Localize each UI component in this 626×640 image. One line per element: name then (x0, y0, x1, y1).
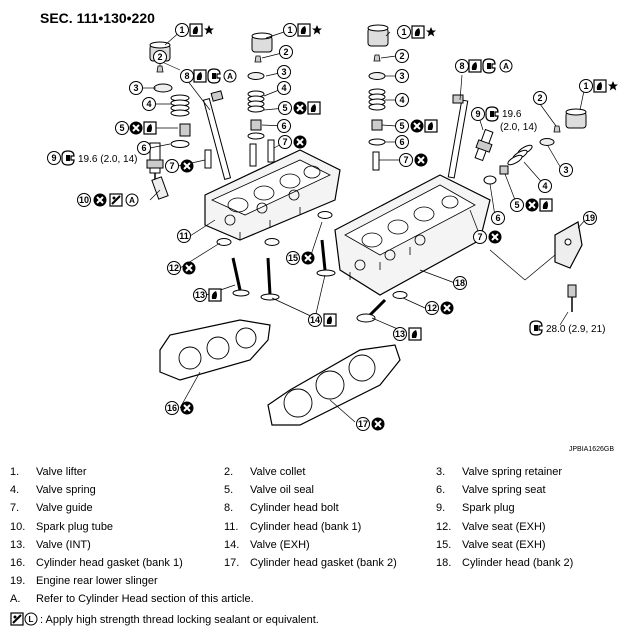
bank2-side-stack (499, 108, 587, 175)
svg-text:8: 8 (459, 61, 464, 71)
legend-item: Valve guide (36, 502, 93, 515)
bank2-lower-valves (356, 291, 408, 323)
bank2-valve-stack (367, 24, 389, 171)
bank1-symbols: A A (61, 23, 337, 416)
svg-text:9: 9 (475, 109, 480, 119)
exploded-diagram: 1 2 3 4 5 6 7 8 9 10 11 12 13 14 15 16 1… (47, 23, 618, 432)
callout-5: 5 (119, 123, 124, 133)
callout-7: 7 (169, 161, 174, 171)
svg-text:2: 2 (399, 51, 404, 61)
legend-item: Cylinder head (bank 1) (250, 520, 362, 533)
svg-text:3: 3 (563, 165, 568, 175)
callout-13: 13 (195, 290, 205, 300)
svg-text:3: 3 (281, 67, 286, 77)
svg-text:L: L (29, 615, 34, 624)
callout-16: 16 (167, 403, 177, 413)
torque-spark-plug-bank2: 19.6 (502, 109, 522, 120)
svg-text:5: 5 (399, 121, 404, 131)
legend-item: Engine rear lower slinger (36, 575, 158, 588)
legend-item: Valve seat (EXH) (462, 520, 546, 533)
callout-8: 8 (184, 71, 189, 81)
svg-text:3: 3 (399, 71, 404, 81)
svg-text:A: A (503, 62, 509, 71)
callout-11: 11 (179, 231, 189, 241)
head-bolt-bank1 (202, 90, 232, 180)
legend-item: Valve spring retainer (462, 466, 563, 478)
callout-19: 19 (585, 213, 595, 223)
callout-17: 17 (358, 419, 368, 429)
center-symbols (292, 23, 322, 150)
callout-4: 4 (146, 99, 151, 109)
callout-1: 1 (179, 25, 184, 35)
svg-text:5: 5 (514, 200, 519, 210)
svg-text:4: 4 (399, 95, 404, 105)
parts-legend: 1.Valve lifter 2.Valve collet 3.Valve sp… (10, 466, 620, 630)
svg-text:7: 7 (403, 155, 408, 165)
bank1-valves (216, 211, 336, 301)
svg-text:13: 13 (395, 329, 405, 339)
callouts: 1 2 3 4 5 6 7 8 9 10 11 12 13 14 15 16 1… (47, 23, 597, 431)
section-title: SEC. 111•130•220 (40, 10, 155, 26)
svg-text:4: 4 (281, 83, 286, 93)
cylinder-head-bank1 (204, 149, 341, 241)
callout-12: 12 (169, 263, 179, 273)
note-a: A.Refer to Cylinder Head section of this… (10, 593, 254, 606)
svg-text:A: A (227, 72, 233, 81)
svg-text:1: 1 (287, 25, 292, 35)
torque-spark-plug-bank2-units: (2.0, 14) (500, 122, 537, 133)
torque-spark-plug-bank1: 19.6 (2.0, 14) (78, 154, 137, 165)
legend-item: Valve oil seal (250, 484, 314, 497)
callout-14: 14 (310, 315, 320, 325)
legend-item: Cylinder head bolt (250, 502, 339, 515)
svg-text:4: 4 (542, 181, 547, 191)
legend-item: Valve spring seat (462, 484, 546, 497)
bank2-symbols: A (370, 25, 618, 432)
legend-item: Valve seat (EXH) (462, 538, 546, 551)
callout-18: 18 (455, 278, 465, 288)
spark-plug-tube-bank1 (151, 176, 169, 200)
svg-text:6: 6 (399, 137, 404, 147)
svg-text:7: 7 (477, 232, 482, 242)
legend-item: Spark plug (462, 502, 515, 515)
callout-10: 10 (79, 195, 89, 205)
rear-slinger (554, 221, 583, 312)
legend-item: Spark plug tube (36, 520, 114, 533)
note-sealant: L : Apply high strength thread locking s… (10, 611, 620, 630)
bank2-callouts: 1 2 3 4 5 6 7 8 9 1 2 3 4 5 6 7 12 13 (393, 25, 593, 341)
legend-item: Valve (INT) (36, 538, 91, 551)
torque-slinger-bolt: 28.0 (2.9, 21) (546, 324, 605, 335)
svg-text:6: 6 (281, 121, 286, 131)
callout-9: 9 (51, 153, 56, 163)
gasket-bank2 (267, 344, 401, 426)
image-code: JPBIA1626GB (568, 446, 614, 453)
svg-text:2: 2 (537, 93, 542, 103)
sealant-lock-icon: L (10, 611, 38, 626)
svg-text:5: 5 (282, 103, 287, 113)
svg-text:A: A (129, 196, 135, 205)
callout-3: 3 (133, 83, 138, 93)
legend-item: Cylinder head gasket (bank 2) (250, 556, 397, 569)
callout-2: 2 (157, 52, 162, 62)
legend-item: Valve spring (36, 484, 96, 497)
svg-text:1: 1 (583, 81, 588, 91)
svg-text:2: 2 (283, 47, 288, 57)
legend-item: Valve collet (250, 466, 306, 478)
callout-6: 6 (141, 143, 146, 153)
svg-text:12: 12 (427, 303, 437, 313)
svg-text:1: 1 (401, 27, 406, 37)
legend-item: Cylinder head (bank 2) (462, 556, 574, 569)
cylinder-head-bank2 (334, 174, 491, 296)
callout-15: 15 (288, 253, 298, 263)
head-bolt-bank2 (447, 94, 469, 179)
gasket-bank1 (159, 319, 271, 381)
center-valve-stack (247, 32, 275, 167)
left-valve-stack (149, 41, 212, 169)
legend-item: Valve (EXH) (250, 538, 310, 551)
svg-text:7: 7 (282, 137, 287, 147)
svg-text:6: 6 (495, 213, 500, 223)
center-callouts: 1 2 3 4 5 6 7 (277, 23, 297, 149)
legend-item: Cylinder head gasket (bank 1) (36, 556, 183, 569)
legend-item: Valve lifter (36, 466, 87, 478)
spark-plug-bank2 (474, 128, 497, 185)
